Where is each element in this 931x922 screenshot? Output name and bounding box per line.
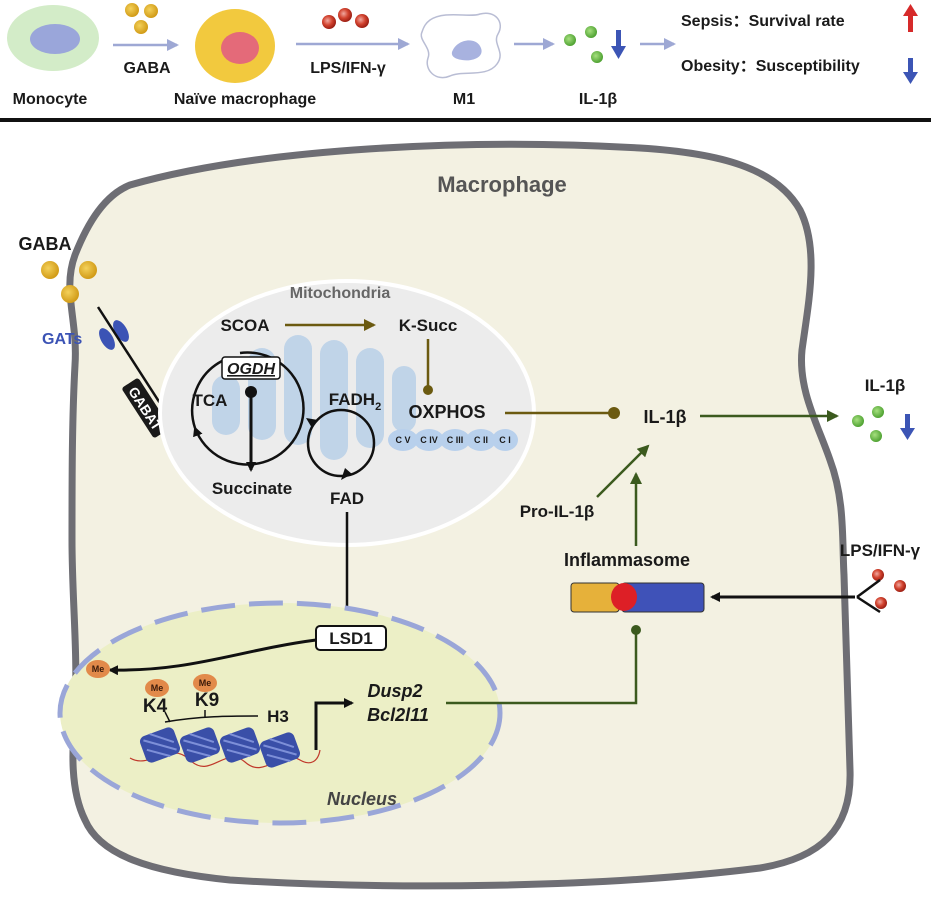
transcription-start-arrow: [314, 698, 354, 750]
lsd1-demethylation-arrow: [108, 638, 317, 676]
survival-up-arrow: [903, 4, 918, 32]
oxphos-label: OXPHOS: [408, 402, 485, 422]
monocyte-cell: [7, 5, 99, 71]
scoa-label: SCOA: [220, 316, 269, 335]
monocyte-label: Monocyte: [13, 91, 88, 108]
complex-label: C I: [499, 435, 511, 445]
methyl-k4: Me: [145, 679, 169, 697]
complex-label: C III: [447, 435, 464, 445]
il1b-out-label: IL-1β: [865, 376, 906, 395]
il1b-dots-top: [564, 26, 603, 63]
inflammasome-complex: [570, 582, 705, 613]
nucleus: [57, 600, 503, 826]
gaba-dots-cell: [41, 261, 97, 303]
mitochondria-title: Mitochondria: [290, 285, 391, 302]
chromatin-nucleosomes: [129, 727, 321, 769]
oxphos-complexes: C V C IV C III C II C I: [388, 429, 518, 451]
lps-receptor: [856, 578, 881, 614]
il1b-cell-label: IL-1β: [644, 407, 687, 427]
me-label: Me: [199, 678, 212, 688]
obesity-outcome: Obesity：Susceptibility: [681, 58, 860, 75]
complex-label: C II: [474, 435, 488, 445]
k9-label: K9: [195, 690, 219, 711]
lps-ifn-cell-label: LPS/IFN-γ: [840, 541, 921, 560]
genes-inhibit-inflammasome: [446, 634, 638, 705]
lps-ifn-top-label: LPS/IFN-γ: [310, 60, 386, 77]
ksucc-label: K-Succ: [399, 316, 458, 335]
methyl-k9: Me: [193, 674, 217, 692]
k4-label: K4: [143, 696, 168, 717]
oxphos-inhibit-head: [608, 407, 620, 419]
me-label: Me: [151, 683, 164, 693]
fad-cycle: [306, 408, 376, 480]
lsd1-enzyme: [315, 625, 387, 651]
summary-panel: Monocyte GABA Naïve macrophage LPS/IFN-γ…: [0, 3, 931, 122]
h3-label: H3: [267, 707, 289, 726]
divider-line: [0, 118, 931, 122]
gene-dusp2: Dusp2: [367, 681, 422, 701]
naive-macrophage-cell: [195, 9, 275, 83]
complex-label: C V: [395, 435, 410, 445]
inflammasome-label: Inflammasome: [564, 550, 690, 570]
susceptibility-down-arrow: [903, 58, 918, 84]
me-label: Me: [92, 664, 105, 674]
il1b-top-label: IL-1β: [579, 91, 617, 108]
macrophage-title: Macrophage: [437, 172, 567, 197]
fadh2-label: FADH2: [329, 390, 381, 413]
pro-il1b-label: Pro-IL-1β: [520, 502, 595, 521]
genes-inhibit-head: [631, 625, 641, 635]
lps-dots-top: [322, 8, 369, 29]
il1b-top-down-arrow: [611, 30, 626, 59]
tca-label: TCA: [193, 391, 228, 410]
fad-label: FAD: [330, 489, 364, 508]
nucleus-title: Nucleus: [327, 789, 397, 809]
succinate-label: Succinate: [212, 479, 292, 498]
lps-dots-cell: [872, 569, 906, 609]
m1-cell: [420, 12, 501, 79]
gaba-top-label: GABA: [123, 60, 171, 77]
ogdh-label: OGDH: [227, 361, 275, 378]
gene-bcl2l11: Bcl2l11: [367, 705, 429, 725]
gaba-dots-top: [125, 3, 158, 34]
histone-h3-tail: [164, 710, 259, 723]
mitochondria-cristae: [212, 335, 416, 460]
pro-il1b-to-il1b-arrow: [596, 444, 650, 498]
gats-label: GATs: [42, 331, 82, 348]
complex-label: C IV: [420, 435, 438, 445]
naive-macrophage-label: Naïve macrophage: [174, 91, 316, 108]
lsd1-label: LSD1: [329, 629, 372, 648]
ksucc-inhibit-head: [423, 385, 433, 395]
removed-methyl-group: Me: [86, 660, 110, 678]
sepsis-outcome: Sepsis：Survival rate: [681, 13, 845, 30]
ogdh-enzyme: [221, 356, 281, 380]
gaba-cell-label: GABA: [19, 234, 72, 254]
il1b-out-down-arrow: [900, 414, 915, 440]
gat-transporter: [99, 320, 129, 350]
ogdh-node: [245, 386, 257, 398]
il1b-dots-out: [852, 406, 884, 442]
m1-label: M1: [453, 91, 475, 108]
